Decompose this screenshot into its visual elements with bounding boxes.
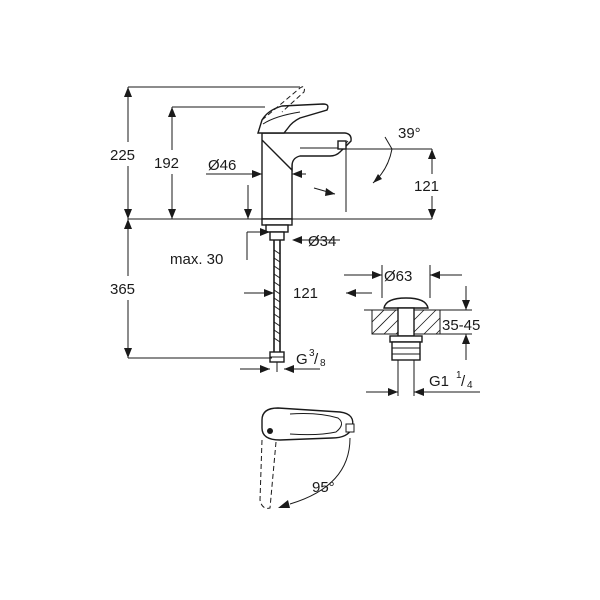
arrow-365-top <box>124 219 132 229</box>
angle-leader <box>384 136 393 150</box>
spout-height-label: 192 <box>154 155 179 172</box>
mount-dimensions: Ø34 max. 30 <box>170 228 340 268</box>
arrow-35-top <box>462 300 470 310</box>
body-diameter-label: Ø46 <box>208 157 236 174</box>
angle-arrow <box>373 174 382 183</box>
hose-braid <box>273 249 281 343</box>
hose-length-label: 365 <box>110 281 135 298</box>
waste-thread-base: G1 <box>429 373 449 390</box>
waste-valve: Ø63 35-45 G1 1 / 4 <box>344 265 480 396</box>
arrow-225-top <box>124 87 132 97</box>
faucet-lever <box>257 103 329 134</box>
connection-dimension: G 3 / 8 <box>240 348 326 373</box>
rotated-lever-outline <box>259 439 277 509</box>
faucet-top-view: 95° <box>259 407 355 509</box>
arrow-conn-left <box>260 365 270 373</box>
reach-dimension: 121 <box>244 285 372 302</box>
mount-diameter-label: Ø34 <box>308 233 336 250</box>
label-bg-365 <box>108 276 148 300</box>
arrow-max30 <box>260 228 270 236</box>
top-view-pivot <box>267 428 273 434</box>
waste-thread-sub: 4 <box>467 380 473 391</box>
arrow-192-top <box>168 107 176 117</box>
label-bg-192 <box>152 150 192 174</box>
connection-label-sup: 3 <box>309 348 315 359</box>
reach-label: 121 <box>293 285 318 302</box>
mount-washer <box>261 218 293 226</box>
arrow-reach-left <box>264 289 274 297</box>
arrow-35-bottom <box>462 334 470 344</box>
lever-detail <box>262 111 301 125</box>
max-deck-label: max. 30 <box>170 251 223 268</box>
waste-thread <box>392 347 420 355</box>
arrow-121-bottom <box>428 209 436 219</box>
label-bg-121 <box>412 174 452 196</box>
faucet-side-view <box>128 86 432 372</box>
arrow-63-left <box>372 271 382 279</box>
top-view-aerator <box>345 423 355 433</box>
waste-thread-sup: 1 <box>456 370 462 381</box>
basin-section-left <box>371 309 401 335</box>
arrow-thread-right <box>414 388 424 396</box>
body-diameter-dimension: Ø46 <box>206 157 306 219</box>
spout-clearance-label: 121 <box>414 178 439 195</box>
total-height-label: 225 <box>110 147 135 164</box>
basin-thickness-label: 35-45 <box>442 317 480 334</box>
lever-raised-outline <box>261 86 305 121</box>
arrow-46-down <box>244 209 252 219</box>
mount-nut <box>265 224 289 233</box>
aerator <box>337 140 347 150</box>
arrow-225-bottom <box>124 209 132 219</box>
waste-diameter-label: Ø63 <box>384 268 412 285</box>
waste-thread-slash: / <box>461 373 466 390</box>
spout-angle-label: 39° <box>398 125 421 142</box>
arrow-192-bottom <box>168 209 176 219</box>
rotation-arc <box>289 437 351 505</box>
arrow-34 <box>292 236 302 244</box>
arrow-63-right <box>430 271 440 279</box>
label-bg-225 <box>108 142 148 166</box>
height-dimensions: 225 365 192 <box>108 86 300 359</box>
faucet-spout <box>261 132 352 172</box>
connection-slash: / <box>314 351 319 368</box>
waste-nut <box>389 335 423 343</box>
connection-label-sub: 8 <box>320 358 326 369</box>
arrow-conn-right <box>284 365 294 373</box>
waste-stem <box>397 307 415 337</box>
arrow-46-left <box>252 170 262 178</box>
spout-angle-dimension: 39° 121 <box>313 125 452 219</box>
top-view-outline <box>261 407 354 441</box>
lever-rotation-label: 95° <box>312 479 335 496</box>
arrow-365-bottom <box>124 348 132 358</box>
waste-body <box>391 341 421 361</box>
waste-cap <box>383 297 429 309</box>
rotation-arc-arrow <box>278 500 290 508</box>
mount-plate <box>269 231 285 241</box>
arrow-46-right <box>292 170 302 178</box>
rotation-arrow-head <box>325 188 335 196</box>
top-view-spout <box>289 413 342 436</box>
arrow-reach-right <box>346 289 356 297</box>
connection-label-base: G <box>296 351 308 368</box>
arrow-thread-left <box>388 388 398 396</box>
arrow-121-top <box>428 149 436 159</box>
